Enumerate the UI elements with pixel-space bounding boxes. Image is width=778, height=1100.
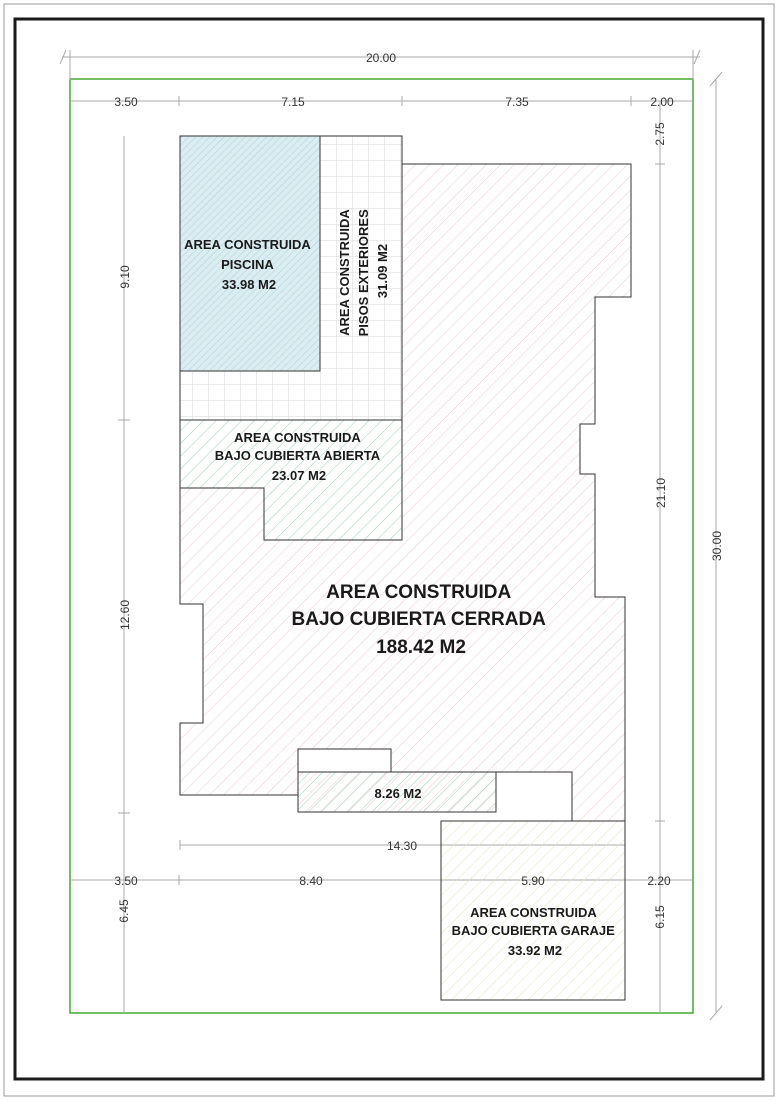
dim-bottom-3: 5.90	[521, 874, 545, 888]
lot-boundary	[69, 78, 694, 1014]
area-small-hatched	[297, 771, 497, 813]
area-piscina	[179, 135, 321, 372]
sheet-frame-outer	[3, 3, 775, 1097]
label-piscina: AREA CONSTRUIDA PISCINA 33.98 M2	[184, 237, 314, 292]
dim-top-2: 7.15	[281, 95, 305, 109]
label-cubierta-cerrada: AREA CONSTRUIDA BAJO CUBIERTA CERRADA 18…	[292, 582, 551, 658]
dim-bottom-4: 2.20	[647, 874, 671, 888]
dim-house-bottom-width: 14.30	[387, 839, 417, 853]
dim-left-lower: 12.60	[118, 600, 132, 630]
label-garaje: AREA CONSTRUIDA BAJO CUBIERTA GARAJE 33.…	[452, 905, 619, 958]
dim-top-4: 2.00	[650, 95, 674, 109]
area-small-box	[297, 748, 392, 773]
dim-top-3: 7.35	[505, 95, 529, 109]
dim-bottom-1: 3.50	[114, 874, 138, 888]
dim-left-upper: 9.10	[118, 265, 132, 289]
dim-right-house: 21.10	[654, 478, 668, 508]
dim-total-width: 20.00	[366, 51, 396, 65]
dim-total-height: 30.00	[710, 531, 724, 561]
label-small-area: 8.26 M2	[375, 786, 422, 801]
dim-bottom-2: 8.40	[299, 874, 323, 888]
dim-bottom-right: 6.15	[653, 905, 667, 929]
dim-top-1: 3.50	[114, 95, 138, 109]
label-pisos-exteriores: AREA CONSTRUIDA PISOS EXTERIORES 31.09 M…	[337, 206, 390, 337]
dim-top-right-offset: 2.75	[653, 122, 667, 146]
dimension-labels: 20.00 3.50 7.15 7.35 2.00 2.75 9.10 12.6…	[114, 51, 724, 929]
label-cubierta-abierta: AREA CONSTRUIDA BAJO CUBIERTA ABIERTA 23…	[215, 430, 384, 483]
dim-bottom-left: 6.45	[117, 899, 131, 923]
building-areas	[179, 135, 632, 1001]
area-garaje	[440, 820, 626, 1001]
sheet-frame	[13, 17, 765, 1081]
